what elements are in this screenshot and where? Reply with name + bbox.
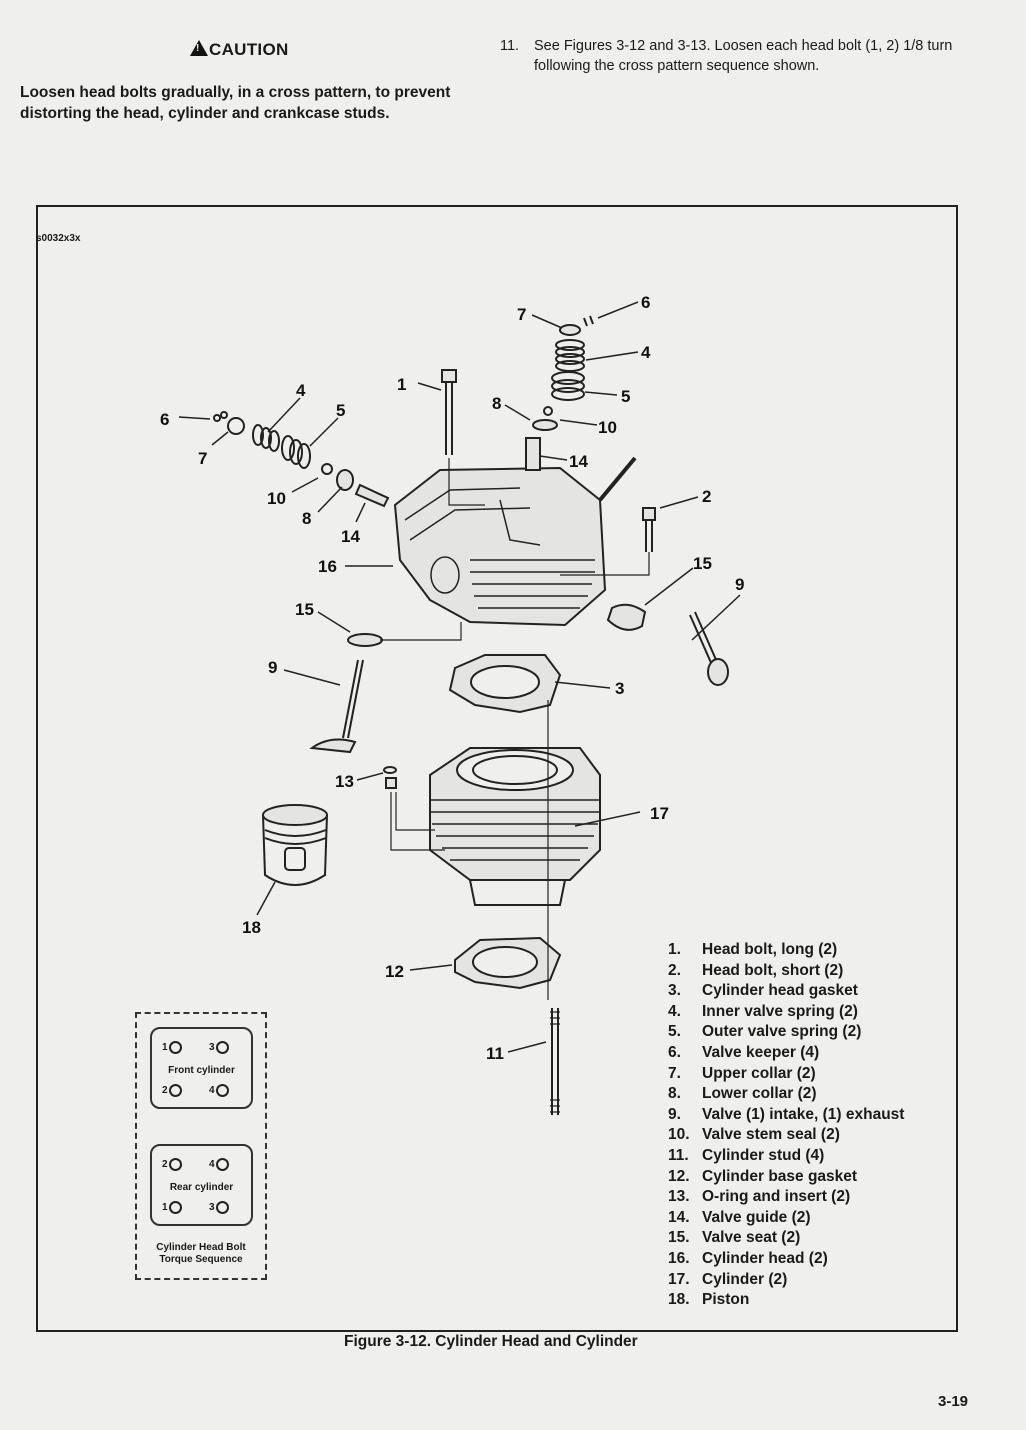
callout-14: 14 — [569, 452, 588, 471]
legend-item: 12.Cylinder base gasket — [668, 1167, 858, 1185]
legend-item: 3.Cylinder head gasket — [668, 982, 858, 1000]
callout-11: 11 — [486, 1044, 504, 1063]
step-text: See Figures 3-12 and 3-13. Loosen each h… — [534, 38, 953, 74]
legend-item: 17.Cylinder (2) — [668, 1270, 788, 1288]
callout-9: 9 — [268, 658, 277, 677]
legend-item: 5.Outer valve spring (2) — [668, 1023, 862, 1041]
callout-5: 5 — [621, 387, 630, 406]
bolt-circle-icon — [168, 1084, 182, 1097]
parts-legend: 1.Head bolt, long (2) 2.Head bolt, short… — [668, 940, 904, 1311]
legend-item: 18.Piston — [668, 1291, 750, 1309]
bolt-position: 3 — [209, 1201, 229, 1214]
callout-4: 4 — [296, 381, 306, 400]
torque-sequence-title: Cylinder Head Bolt Torque Sequence — [156, 1242, 246, 1265]
legend-item: 10.Valve stem seal (2) — [668, 1126, 840, 1144]
callout-6: 6 — [641, 293, 650, 312]
legend-item: 8.Lower collar (2) — [668, 1085, 817, 1103]
figure-caption: Figure 3-12. Cylinder Head and Cylinder — [344, 1333, 638, 1350]
callout-9: 9 — [735, 575, 744, 594]
warning-triangle-icon: ! — [190, 40, 208, 56]
figure-frame — [36, 205, 958, 1332]
legend-item: 4.Inner valve spring (2) — [668, 1002, 858, 1020]
bolt-position: 2 — [162, 1084, 182, 1097]
callout-17: 17 — [650, 804, 669, 823]
bolt-circle-icon — [215, 1084, 229, 1097]
bolt-circle-icon — [215, 1201, 229, 1214]
callout-16: 16 — [318, 557, 337, 576]
step-number: 11. — [500, 38, 520, 54]
callout-7: 7 — [198, 449, 207, 468]
legend-item: 2.Head bolt, short (2) — [668, 961, 844, 979]
caution-text: Loosen head bolts gradually, in a cross … — [20, 84, 451, 122]
legend-item: 6.Valve keeper (4) — [668, 1043, 820, 1061]
callout-8: 8 — [302, 509, 311, 528]
callout-12: 12 — [385, 962, 404, 981]
callout-1: 1 — [397, 375, 406, 394]
bolt-position: 4 — [209, 1084, 229, 1097]
callout-8: 8 — [492, 394, 501, 413]
piston — [262, 804, 328, 826]
bolt-circle-icon — [168, 1041, 182, 1054]
callout-18: 18 — [242, 918, 261, 937]
callout-4: 4 — [641, 343, 651, 362]
torque-sequence-inset: 1 3 Front cylinder 2 4 2 4 Rear cylinder… — [135, 1012, 267, 1280]
bolt-position: 1 — [162, 1041, 182, 1054]
procedure-step: 11. See Figures 3-12 and 3-13. Loosen ea… — [500, 36, 970, 76]
legend-item: 15.Valve seat (2) — [668, 1229, 801, 1247]
cylinder-head — [393, 466, 607, 627]
bolt-circle-icon — [215, 1041, 229, 1054]
legend-item: 9.Valve (1) intake, (1) exhaust — [668, 1105, 905, 1123]
bolt-position: 3 — [209, 1041, 229, 1054]
front-cylinder-pattern: 1 3 Front cylinder 2 4 — [150, 1027, 253, 1109]
caution-heading: !CAUTION — [190, 40, 289, 60]
bolt-circle-icon — [168, 1158, 182, 1171]
bolt-circle-icon — [168, 1201, 182, 1214]
bolt-position: 2 — [162, 1158, 182, 1171]
bolt-position: 4 — [209, 1158, 229, 1171]
callout-2: 2 — [702, 487, 711, 506]
legend-item: 13.O-ring and insert (2) — [668, 1188, 851, 1206]
callout-3: 3 — [615, 679, 624, 698]
callout-10: 10 — [267, 489, 286, 508]
legend-item: 11.Cylinder stud (4) — [668, 1146, 825, 1164]
legend-item: 7.Upper collar (2) — [668, 1064, 816, 1082]
callout-6: 6 — [160, 410, 169, 429]
cylinder-stud — [551, 1008, 559, 1115]
callout-5: 5 — [336, 401, 345, 420]
callout-7: 7 — [517, 305, 526, 324]
page-number: 3-19 — [938, 1393, 969, 1410]
figure-code: s0032x3x — [36, 233, 81, 244]
bolt-circle-icon — [215, 1158, 229, 1171]
rear-cylinder-pattern: 2 4 Rear cylinder 1 3 — [150, 1144, 253, 1226]
callout-13: 13 — [335, 772, 354, 791]
bolt-position: 1 — [162, 1201, 182, 1214]
callout-10: 10 — [598, 418, 617, 437]
callout-14: 14 — [341, 527, 360, 546]
rear-cylinder-label: Rear cylinder — [169, 1182, 234, 1193]
legend-item: 16.Cylinder head (2) — [668, 1249, 828, 1267]
callout-15: 15 — [295, 600, 314, 619]
legend-item: 1.Head bolt, long (2) — [668, 941, 838, 958]
callout-15: 15 — [693, 554, 712, 573]
front-cylinder-label: Front cylinder — [168, 1065, 235, 1076]
legend-item: 14.Valve guide (2) — [668, 1208, 811, 1226]
